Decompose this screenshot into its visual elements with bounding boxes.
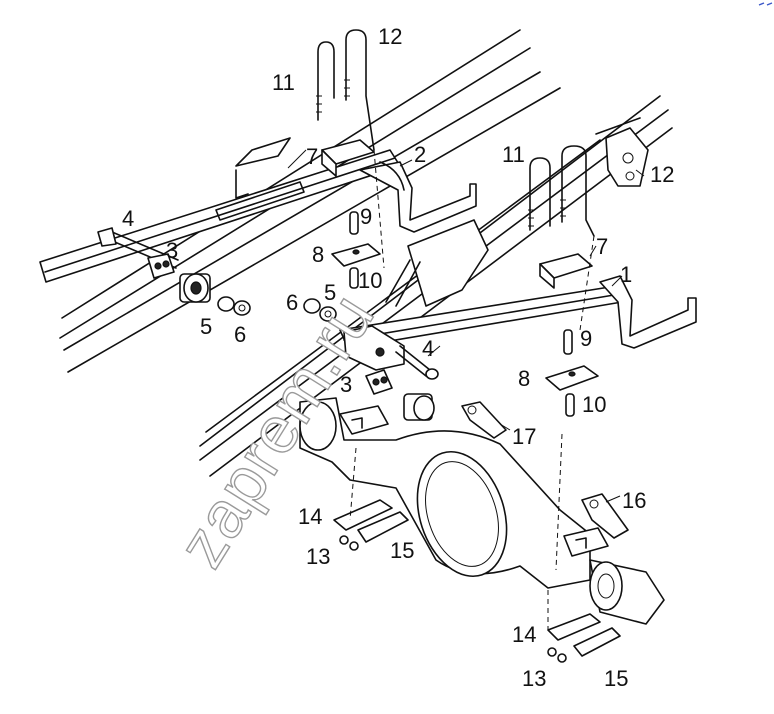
callout-14: 14 (298, 504, 322, 529)
washer-nut-center (303, 298, 337, 322)
callout-12: 12 (650, 162, 674, 187)
leader-lines (287, 149, 645, 630)
callout-5: 5 (324, 280, 336, 305)
spring-eye-bushing-left (179, 273, 211, 303)
callout-12: 12 (378, 24, 402, 49)
callout-8: 8 (518, 366, 530, 391)
callout-8: 8 (312, 242, 324, 267)
callout-11: 11 (502, 142, 525, 167)
callout-5: 5 (200, 314, 212, 339)
callout-9: 9 (360, 204, 372, 229)
shackle-plate-left (147, 253, 175, 279)
spring-eye-bushing-right (403, 393, 435, 421)
washer-nut-left (217, 296, 251, 316)
callout-2: 2 (414, 142, 426, 167)
callout-13: 13 (522, 666, 546, 691)
callout-9: 9 (580, 326, 592, 351)
rear-axle-housing (299, 397, 665, 625)
callout-4: 4 (122, 206, 134, 231)
shackle-plate-right (365, 369, 393, 395)
callout-11: 11 (272, 70, 295, 95)
callout-6: 6 (286, 290, 298, 315)
callout-10: 10 (358, 268, 382, 293)
callout-16: 16 (622, 488, 646, 513)
leaf-spring-right (339, 275, 697, 349)
callout-7: 7 (596, 234, 608, 259)
shackle-bracket-center (385, 219, 489, 307)
corner-mark-stroke (758, 2, 773, 6)
brake-hose-bracket-right (547, 613, 621, 663)
bracket-16 (581, 493, 629, 539)
callout-10: 10 (582, 392, 606, 417)
bracket-17 (461, 401, 507, 439)
callout-13: 13 (306, 544, 330, 569)
spring-bracket-left (359, 161, 477, 233)
callout-1: 1 (620, 262, 632, 287)
spring-hanger-center (343, 325, 405, 371)
callout-3: 3 (166, 238, 178, 263)
callout-14: 14 (512, 622, 536, 647)
brake-hose-bracket-left (333, 499, 409, 551)
corner-mark (758, 2, 773, 6)
callout-6: 6 (234, 322, 246, 347)
spring-pad-right (539, 253, 593, 289)
u-bolt-left (316, 29, 375, 151)
callout-labels: 1 2 3 3 4 4 5 5 6 6 7 7 8 8 9 9 10 10 11… (122, 24, 674, 691)
callout-17: 17 (512, 424, 536, 449)
bump-stop-bracket (605, 127, 649, 187)
callout-7: 7 (306, 144, 318, 169)
center-pin-right (545, 329, 599, 417)
callout-4: 4 (422, 336, 434, 361)
center-pin-left (331, 211, 381, 289)
callout-15: 15 (604, 666, 628, 691)
shackle-bolt-right (395, 345, 439, 380)
callout-15: 15 (390, 538, 414, 563)
callout-3: 3 (340, 372, 352, 397)
u-bolt-right (528, 145, 595, 237)
